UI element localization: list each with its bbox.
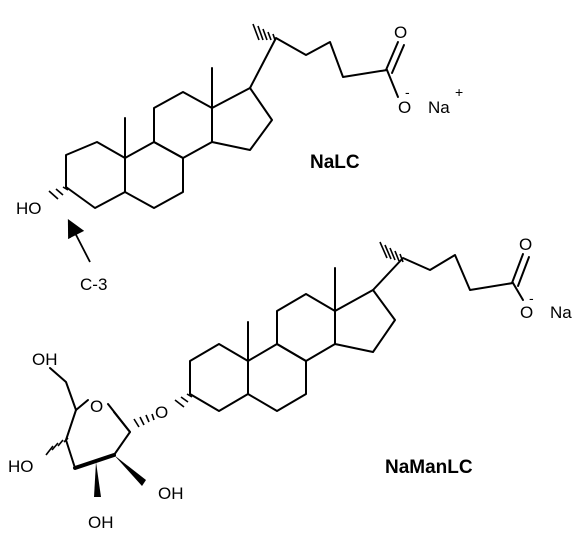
c3-annotation-label: C-3 bbox=[80, 275, 107, 294]
nalc-ring-c bbox=[153, 91, 213, 159]
namanlc-ring-c bbox=[276, 293, 336, 362]
mannose-bold-front-edge bbox=[73, 453, 116, 470]
nalc-c-o-double-1 bbox=[385, 41, 399, 71]
namanlc-anomeric-hashed-bond bbox=[133, 413, 155, 428]
namanlc-c-o-double-1 bbox=[511, 253, 524, 284]
c3-pointer-arrow bbox=[67, 218, 91, 263]
mannose-2-hydroxyl: OH bbox=[158, 484, 184, 503]
nalc-compound-name: NaLC bbox=[310, 152, 360, 173]
nalc-ring-b bbox=[124, 141, 184, 209]
nalc-ring-a bbox=[65, 141, 126, 209]
namanlc-carbonyl-oxygen: O bbox=[519, 235, 532, 254]
mannose-ring-o-bond-right bbox=[107, 403, 131, 433]
mannose-6-hydroxyl: OH bbox=[32, 350, 58, 369]
namanlc-glycosidic-hashed-bond bbox=[174, 393, 193, 408]
namanlc-sodium-ion: Na bbox=[550, 303, 572, 322]
nalc-carbonyl-oxygen: O bbox=[394, 23, 407, 42]
mannose-3-hydroxyl: OH bbox=[88, 513, 114, 532]
namanlc-negative-charge: - bbox=[529, 290, 534, 306]
namanlc-ring-b bbox=[247, 343, 307, 412]
namanlc-compound-name: NaManLC bbox=[385, 457, 473, 478]
nalc-sodium-ion: Na bbox=[428, 98, 450, 117]
namanlc-carboxylate-oxygen: O bbox=[520, 303, 533, 322]
nalc-c-o-single bbox=[386, 69, 399, 98]
mannose-ring-oxygen: O bbox=[90, 397, 103, 416]
nalc-positive-charge: + bbox=[455, 84, 463, 100]
nalc-carboxylate-oxygen: O bbox=[398, 98, 411, 117]
nalc-structure: O O - Na + HO C-3 NaLC bbox=[16, 23, 463, 294]
mannose-ring-o-bond-left bbox=[75, 399, 89, 411]
mannose-4-oh-hashed-bond bbox=[45, 437, 69, 456]
namanlc-structure: O O - Na O O OH bbox=[8, 235, 572, 532]
nalc-3-alpha-oh-hashed-bond bbox=[48, 186, 69, 200]
nalc-hydroxyl-group: HO bbox=[16, 199, 42, 218]
namanlc-side-chain bbox=[372, 254, 514, 291]
namanlc-glycosidic-oxygen: O bbox=[155, 403, 168, 422]
mannose-4-hydroxyl: HO bbox=[8, 457, 34, 476]
nalc-ring-d bbox=[211, 87, 273, 151]
nalc-c-o-double-2 bbox=[391, 44, 405, 74]
mannose-2-oh-wedge-bond bbox=[114, 455, 146, 486]
namanlc-ring-d bbox=[334, 289, 396, 353]
namanlc-ring-a bbox=[189, 343, 249, 412]
nalc-c21-hashed-bond bbox=[252, 23, 276, 41]
namanlc-c-o-single bbox=[512, 282, 524, 301]
mannose-c6-chain bbox=[49, 367, 77, 411]
namanlc-c-o-double-2 bbox=[517, 256, 530, 287]
nalc-side-chain bbox=[249, 37, 388, 89]
nalc-negative-charge: - bbox=[405, 84, 410, 100]
namanlc-c21-hashed-bond bbox=[379, 241, 404, 263]
mannose-3-oh-wedge-bond bbox=[94, 462, 101, 497]
